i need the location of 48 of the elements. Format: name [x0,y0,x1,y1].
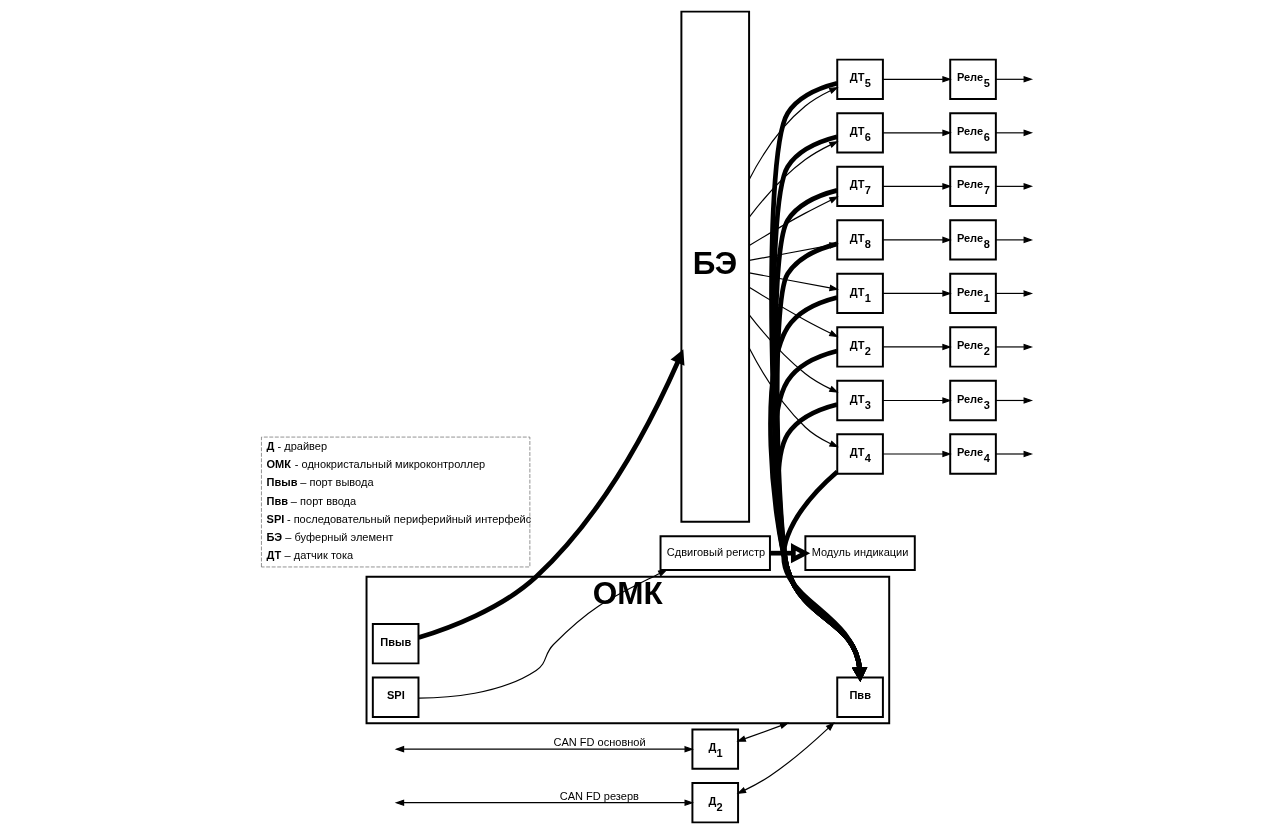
arrow [882,450,952,458]
label: Пвыв – порт вывода [266,476,374,489]
arrow [735,722,789,742]
label: ОМК - однокристальный микроконтроллер [266,458,485,471]
arrow [394,745,694,753]
node-box: SPI [371,676,419,718]
node-box: Модуль индикации [803,535,916,572]
node-box: БЭ [679,10,750,523]
arrow [994,290,1033,297]
arrow [417,349,684,640]
node-box: Пвыв [371,623,419,665]
node-box: Сдвиговый регистр [659,535,771,572]
node-box: Пвв [835,676,884,718]
arrow [736,721,835,795]
arrow [748,272,839,292]
arrow [882,183,952,190]
arrow [994,183,1033,190]
arrow [882,290,952,297]
arrow [771,348,867,682]
arrow [417,569,668,699]
arrow [994,343,1033,351]
arrow [994,450,1033,458]
arrow [882,76,952,83]
arrow [994,236,1033,244]
arrow [748,286,839,338]
label: SPI - последовательный периферийный интерфейс [266,512,531,525]
arrow [748,314,839,393]
arrow [882,129,952,137]
arrow [882,397,952,404]
label: Д - драйвер [266,440,327,453]
arrow [994,129,1033,137]
edge-label: CAN FD основной [552,736,646,749]
arrow [994,76,1033,83]
arrow [882,343,952,351]
arrow [748,347,839,448]
arrow [882,236,952,244]
arrow [767,295,867,682]
arrow [394,799,694,807]
arrow [769,543,810,564]
arrow [748,86,839,181]
arrow [994,397,1033,404]
arrow [781,469,867,682]
label: БЭ – буферный элемент [266,530,393,543]
arrow [748,141,839,218]
label: ДТ – датчик тока [266,548,353,561]
edge-label: CAN FD резерв [559,789,639,802]
label: Пвв – порт ввода [266,494,356,507]
arrow [775,402,867,682]
